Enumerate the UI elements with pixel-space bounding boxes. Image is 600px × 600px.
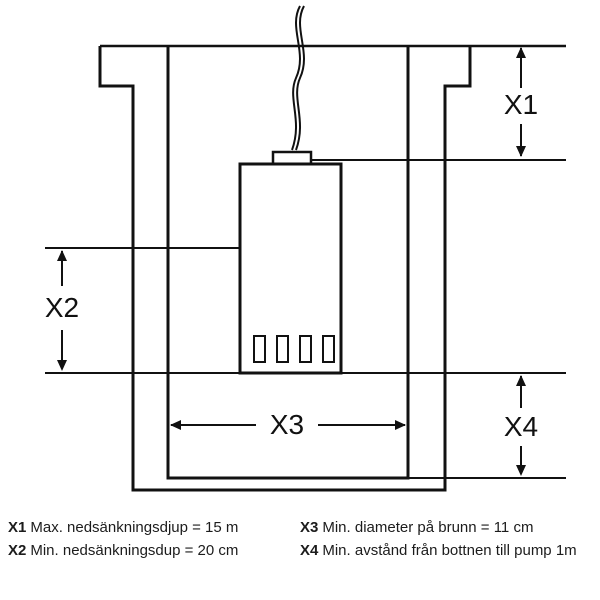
pump-slot [276,335,289,363]
well-diagram: X1 X2 X3 X4 [45,5,566,492]
pump-intake-slots [253,335,335,363]
legend-key-x1: X1 [8,519,27,536]
x3-label: X3 [270,409,304,440]
arrow-right-icon [395,420,406,430]
legend-key-x2: X2 [8,542,27,559]
arrow-down-icon [57,360,67,371]
arrow-up-icon [516,375,526,386]
power-cable [291,5,301,151]
legend-key-x3: X3 [300,519,319,536]
pump-cap [271,150,313,166]
reference-lines [45,159,566,479]
legend-text-x2: Min. nedsänkningsdup = 20 cm [30,542,239,559]
legend-key-x4: X4 [300,542,319,559]
well-outer-wall [98,46,472,492]
dimension-x3: X3 [170,409,406,440]
legend-text-x4: Min. avstånd från bottnen till pump 1m [322,542,577,559]
pump-slot [322,335,335,363]
x4-label: X4 [504,411,538,442]
arrow-left-icon [170,420,181,430]
pump-body [238,162,343,375]
arrow-down-icon [516,146,526,157]
dimension-x1: X1 [504,47,538,157]
pump-slot [253,335,266,363]
dimension-x2: X2 [45,250,79,371]
arrow-up-icon [516,47,526,58]
legend-text-x1: Max. nedsänkningsdjup = 15 m [30,519,239,536]
pump-slot [299,335,312,363]
power-cable-strand [295,5,305,151]
x2-label: X2 [45,292,79,323]
legend-text-x3: Min. diameter på brunn = 11 cm [322,519,534,536]
dimension-x4: X4 [504,375,538,476]
well-inner-wall [166,46,410,480]
arrow-up-icon [57,250,67,261]
x1-label: X1 [504,89,538,120]
arrow-down-icon [516,465,526,476]
